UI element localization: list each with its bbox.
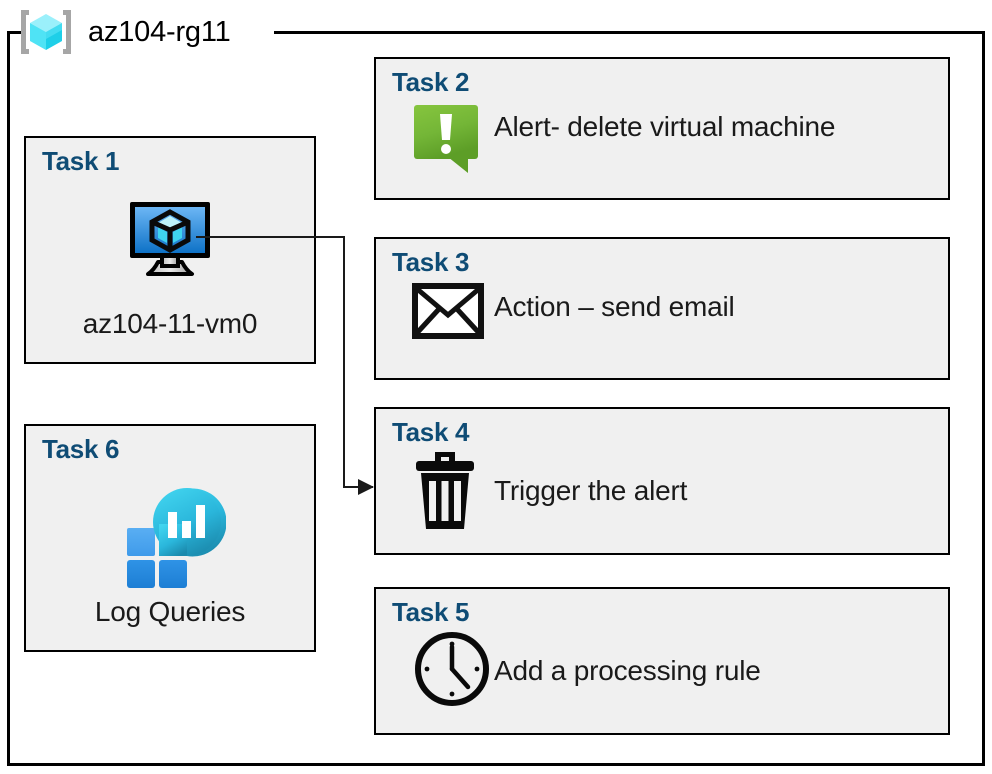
resource-group-header: az104-rg11 xyxy=(14,6,231,58)
resource-group-header-gap xyxy=(24,22,274,40)
task-caption: Action – send email xyxy=(494,291,735,322)
connector-segment-horizontal-top xyxy=(196,236,345,238)
task-caption: Add a processing rule xyxy=(494,655,761,686)
envelope-icon xyxy=(412,283,484,339)
log-analytics-icon xyxy=(114,484,226,588)
connector-arrowhead-icon xyxy=(358,479,374,495)
resource-group-label: az104-rg11 xyxy=(88,15,231,48)
clock-icon xyxy=(412,629,492,709)
icon-container xyxy=(26,484,314,588)
task-box-task3[interactable]: Task 3 Action – send email xyxy=(374,237,950,380)
task-title: Task 3 xyxy=(392,247,470,277)
task-box-task6[interactable]: Task 6 xyxy=(24,424,316,652)
task-caption: Alert- delete virtual machine xyxy=(494,111,836,142)
task-box-task1[interactable]: Task 1 xyxy=(24,136,316,364)
task-title: Task 5 xyxy=(392,597,470,627)
virtual-machine-icon xyxy=(122,196,218,282)
alert-callout-icon xyxy=(412,103,482,175)
icon-container xyxy=(412,283,484,339)
icon-container xyxy=(26,196,314,282)
icon-container xyxy=(412,629,492,709)
icon-container xyxy=(412,449,478,531)
task-caption: az104-11-vm0 xyxy=(82,308,258,339)
task-title: Task 2 xyxy=(392,67,470,97)
task-title: Task 1 xyxy=(42,146,120,176)
task-title: Task 4 xyxy=(392,417,470,447)
trash-can-icon xyxy=(412,449,478,531)
azure-resource-group-icon xyxy=(14,6,78,58)
task-caption: Log Queries xyxy=(94,596,246,627)
connector-segment-vertical xyxy=(343,236,345,487)
task-caption: Trigger the alert xyxy=(494,475,688,506)
task-box-task4[interactable]: Task 4 Trigger the alert xyxy=(374,407,950,555)
icon-container xyxy=(412,103,482,175)
task-box-task5[interactable]: Task 5 Add a processing rule xyxy=(374,587,950,735)
task-title: Task 6 xyxy=(42,434,120,464)
task-box-task2[interactable]: Task 2 xyxy=(374,57,950,200)
resource-group-container xyxy=(7,31,985,766)
